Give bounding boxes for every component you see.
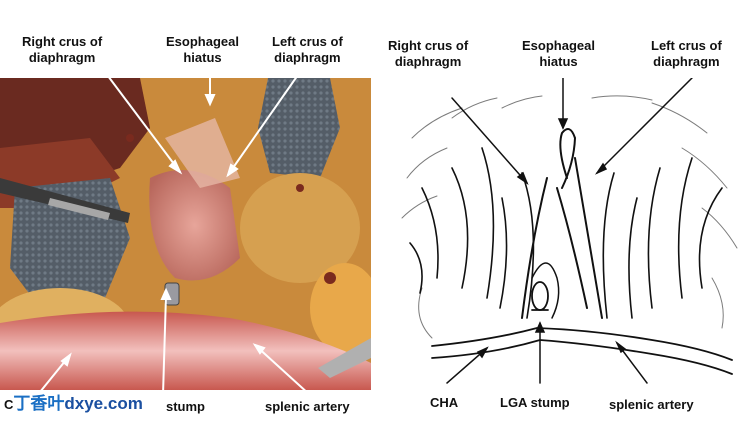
anatomical-drawing bbox=[392, 77, 750, 390]
photo-label-right-crus: Right crus of diaphragm bbox=[22, 34, 103, 65]
photo-label-left-crus: Left crus of diaphragm bbox=[272, 34, 343, 65]
watermark-cn: 丁香叶 bbox=[13, 394, 65, 413]
drawing-label-left-crus: Left crus of diaphragm bbox=[651, 38, 722, 69]
drawing-label-cha: CHA bbox=[430, 395, 459, 410]
watermark-en: dxye.com bbox=[64, 394, 143, 413]
photo-label-splenic-artery: splenic artery bbox=[265, 399, 350, 414]
surgical-photo bbox=[0, 78, 371, 390]
photo-label-esophageal-hiatus: Esophageal hiatus bbox=[166, 34, 239, 65]
drawing-label-right-crus: Right crus of diaphragm bbox=[388, 38, 469, 69]
watermark-prefix: C bbox=[4, 397, 14, 412]
drawing-label-esophageal-hiatus: Esophageal hiatus bbox=[522, 38, 595, 69]
drawing-label-lga-stump: LGA stump bbox=[500, 395, 570, 410]
photo-label-lga-stump: stump bbox=[166, 399, 205, 414]
site-watermark: C丁香叶dxye.com bbox=[4, 394, 143, 415]
drawing-label-splenic-artery: splenic artery bbox=[609, 397, 694, 412]
